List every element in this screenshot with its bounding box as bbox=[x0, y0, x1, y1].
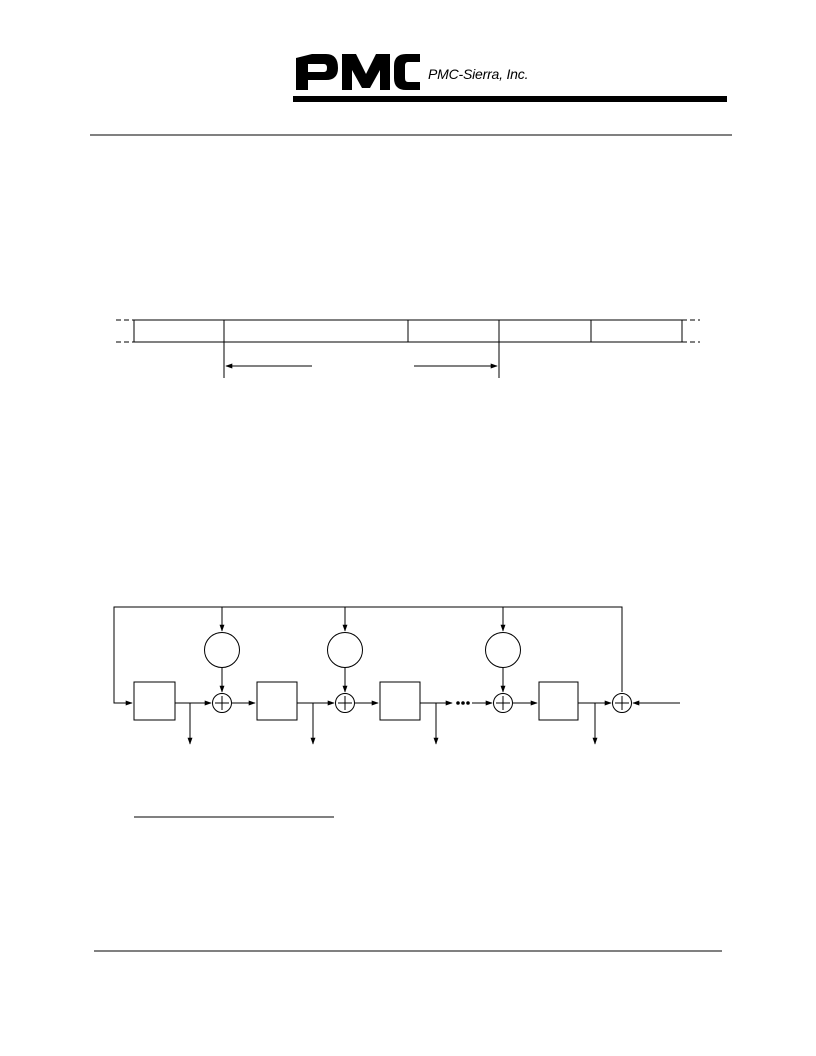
company-name: PMC-Sierra, Inc. bbox=[428, 66, 529, 82]
continuation-dots bbox=[456, 701, 470, 705]
frame-field-4 bbox=[498, 319, 592, 343]
logo-letter-p bbox=[296, 54, 338, 90]
adder-3 bbox=[493, 693, 513, 713]
pmc-logo bbox=[296, 54, 420, 90]
register-2 bbox=[256, 681, 298, 721]
multiplier-2 bbox=[327, 632, 363, 668]
register-1 bbox=[133, 681, 176, 721]
frame-field-5 bbox=[590, 319, 683, 343]
feedback-line bbox=[113, 606, 623, 706]
frame-field-3 bbox=[407, 319, 500, 343]
frame-field-2 bbox=[223, 319, 409, 343]
lfsr-diagram bbox=[113, 606, 680, 745]
register-3 bbox=[379, 681, 421, 721]
logo-letter-c bbox=[394, 54, 420, 90]
logo-letter-m bbox=[342, 54, 390, 90]
frame-diagram bbox=[116, 319, 700, 378]
adder-1 bbox=[212, 693, 232, 713]
multiplier-3 bbox=[485, 632, 521, 668]
register-4 bbox=[538, 681, 579, 721]
multiplier-1 bbox=[204, 632, 240, 668]
header-thick-rule bbox=[293, 96, 727, 102]
frame-field-1 bbox=[133, 319, 225, 343]
adder-4 bbox=[612, 693, 632, 713]
adder-2 bbox=[335, 693, 355, 713]
